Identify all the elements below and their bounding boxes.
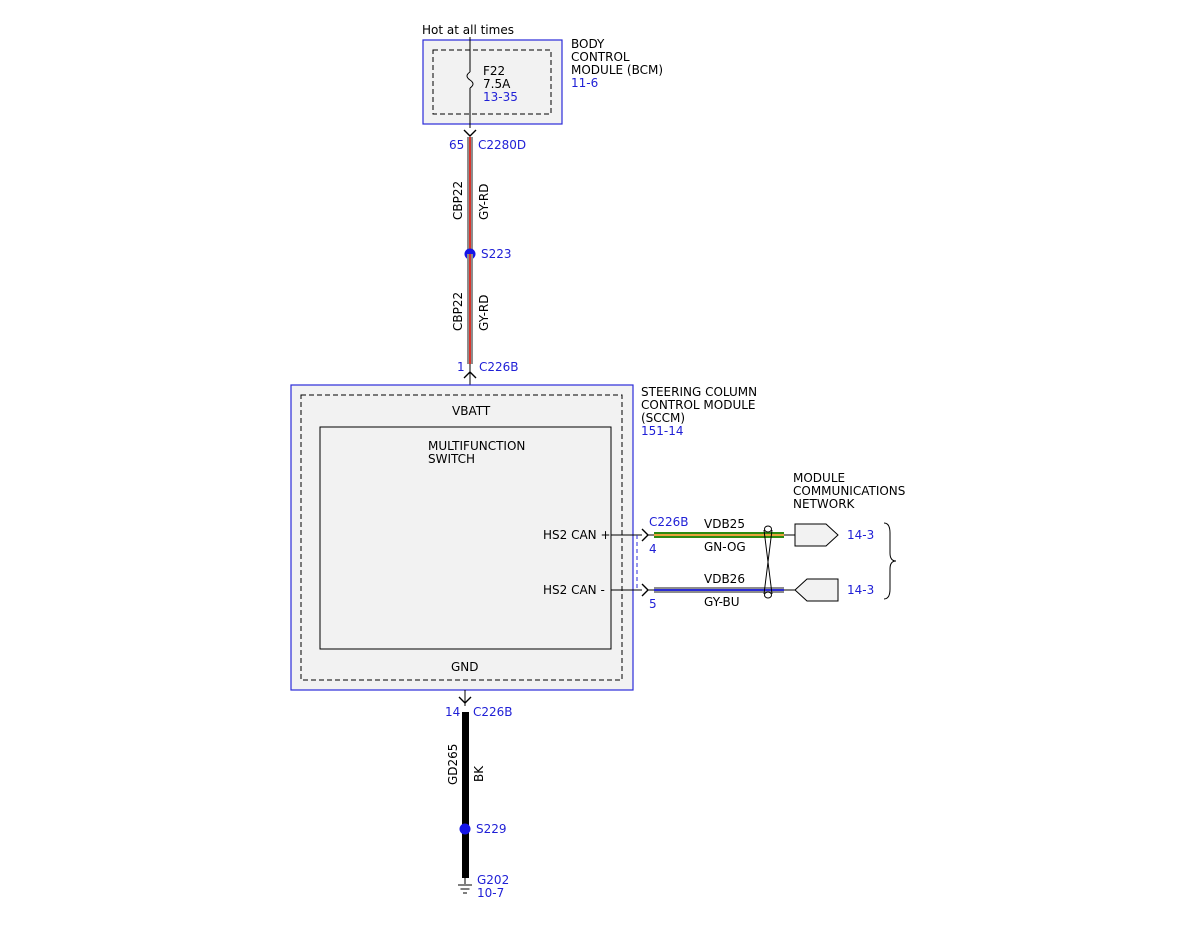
ground-g202: G202 10-7 — [458, 873, 509, 900]
bcm-ref-link[interactable]: 11-6 — [571, 76, 598, 90]
connector-arrow-icon — [641, 583, 649, 597]
connector-c226b-can: C226B 4 5 — [611, 515, 689, 611]
fuse-icon — [466, 71, 474, 89]
bcm-name-line3: MODULE (BCM) — [571, 63, 663, 77]
power-label: Hot at all times — [422, 23, 514, 37]
multifunction-switch-line1: MULTIFUNCTION — [428, 439, 525, 453]
connector-c2280d-id[interactable]: C2280D — [478, 138, 526, 152]
wire-gd265-color: BK — [472, 765, 486, 782]
fuse-ref-link[interactable]: 13-35 — [483, 90, 518, 104]
fuse-rating: 7.5A — [483, 77, 511, 91]
connector-c226b-vbatt-id[interactable]: C226B — [479, 360, 519, 374]
sccm-name-line2: CONTROL MODULE — [641, 398, 756, 412]
connector-c2280d: 65 C2280D — [449, 129, 526, 152]
network-brace-icon — [883, 522, 897, 600]
sccm-vbatt-label: VBATT — [452, 404, 491, 418]
sccm-name-line3: (SCCM) — [641, 411, 685, 425]
network-flag-minus[interactable]: 14-3 — [794, 578, 874, 602]
connector-arrow-icon — [458, 696, 472, 704]
sccm-internal-boundary — [300, 394, 623, 681]
wire-vdb25-color: GN-OG — [704, 540, 746, 554]
sccm-can-plus-label: HS2 CAN + — [543, 528, 611, 542]
connector-arrow-icon — [641, 528, 649, 542]
network-flag-plus[interactable]: 14-3 — [794, 523, 874, 547]
sccm-module: VBATT MULTIFUNCTION SWITCH HS2 CAN + HS2… — [290, 384, 757, 691]
multifunction-switch-box — [319, 426, 612, 650]
splice-s229: S229 — [459, 822, 507, 836]
bcm-name-line2: CONTROL — [571, 50, 630, 64]
network-name-line1: MODULE — [793, 471, 845, 485]
ground-g202-id[interactable]: G202 — [477, 873, 509, 887]
twisted-pair-icon — [763, 525, 773, 599]
sccm-can-minus-label: HS2 CAN - — [543, 583, 605, 597]
wire-vdb25: VDB25 GN-OG — [654, 517, 795, 554]
connector-arrow-icon — [463, 129, 477, 137]
fuse-id: F22 — [483, 64, 505, 78]
network-label: MODULE COMMUNICATIONS NETWORK — [793, 471, 905, 511]
network-flag-minus-icon — [794, 578, 839, 602]
connector-c226b-vbatt: 1 C226B — [457, 360, 519, 385]
network-ref-plus-link[interactable]: 14-3 — [847, 528, 874, 542]
connector-c226b-gnd: 14 C226B — [445, 690, 513, 719]
ground-icon — [458, 884, 472, 894]
connector-c226b-gnd-id[interactable]: C226B — [473, 705, 513, 719]
wire-vdb25-circuit: VDB25 — [704, 517, 745, 531]
sccm-ref-link[interactable]: 151-14 — [641, 424, 684, 438]
wire-cbp22-upper-color: GY-RD — [477, 183, 491, 220]
bcm-outline — [422, 39, 563, 125]
power-feed: Hot at all times F22 7.5A 13-35 — [422, 23, 518, 128]
wire-gd265-circuit: GD265 — [446, 744, 460, 785]
wire-cbp22-lower-circuit: CBP22 — [451, 292, 465, 331]
bcm-module: BODY CONTROL MODULE (BCM) 11-6 — [422, 37, 663, 125]
connector-c226b-can-pin-plus: 4 — [649, 542, 657, 556]
wire-vdb26-color: GY-BU — [704, 595, 740, 609]
splice-s223-id[interactable]: S223 — [481, 247, 512, 261]
connector-c226b-gnd-pin: 14 — [445, 705, 460, 719]
network-ref-minus-link[interactable]: 14-3 — [847, 583, 874, 597]
wire-cbp22-upper: CBP22 GY-RD — [451, 137, 491, 253]
connector-c226b-can-pin-minus: 5 — [649, 597, 657, 611]
multifunction-switch-line2: SWITCH — [428, 452, 475, 466]
wire-cbp22-upper-circuit: CBP22 — [451, 181, 465, 220]
wire-vdb26: VDB26 GY-BU — [654, 572, 795, 609]
wire-cbp22-lower-color: GY-RD — [477, 294, 491, 331]
network-name-line2: COMMUNICATIONS — [793, 484, 905, 498]
bcm-fuse-box — [432, 49, 552, 115]
connector-c226b-can-id[interactable]: C226B — [649, 515, 689, 529]
network-name-line3: NETWORK — [793, 497, 856, 511]
splice-s229-dot — [459, 823, 471, 835]
connector-c2280d-pin: 65 — [449, 138, 464, 152]
wire-gd265: GD265 BK — [446, 712, 486, 878]
bcm-name-line1: BODY — [571, 37, 605, 51]
ground-g202-ref[interactable]: 10-7 — [477, 886, 504, 900]
sccm-name-line1: STEERING COLUMN — [641, 385, 757, 399]
wire-vdb26-circuit: VDB26 — [704, 572, 745, 586]
connector-c226b-vbatt-pin: 1 — [457, 360, 465, 374]
sccm-gnd-label: GND — [451, 660, 479, 674]
network-flag-plus-icon — [794, 523, 839, 547]
wire-cbp22-lower: CBP22 GY-RD — [451, 254, 491, 364]
splice-s229-id[interactable]: S229 — [476, 822, 507, 836]
